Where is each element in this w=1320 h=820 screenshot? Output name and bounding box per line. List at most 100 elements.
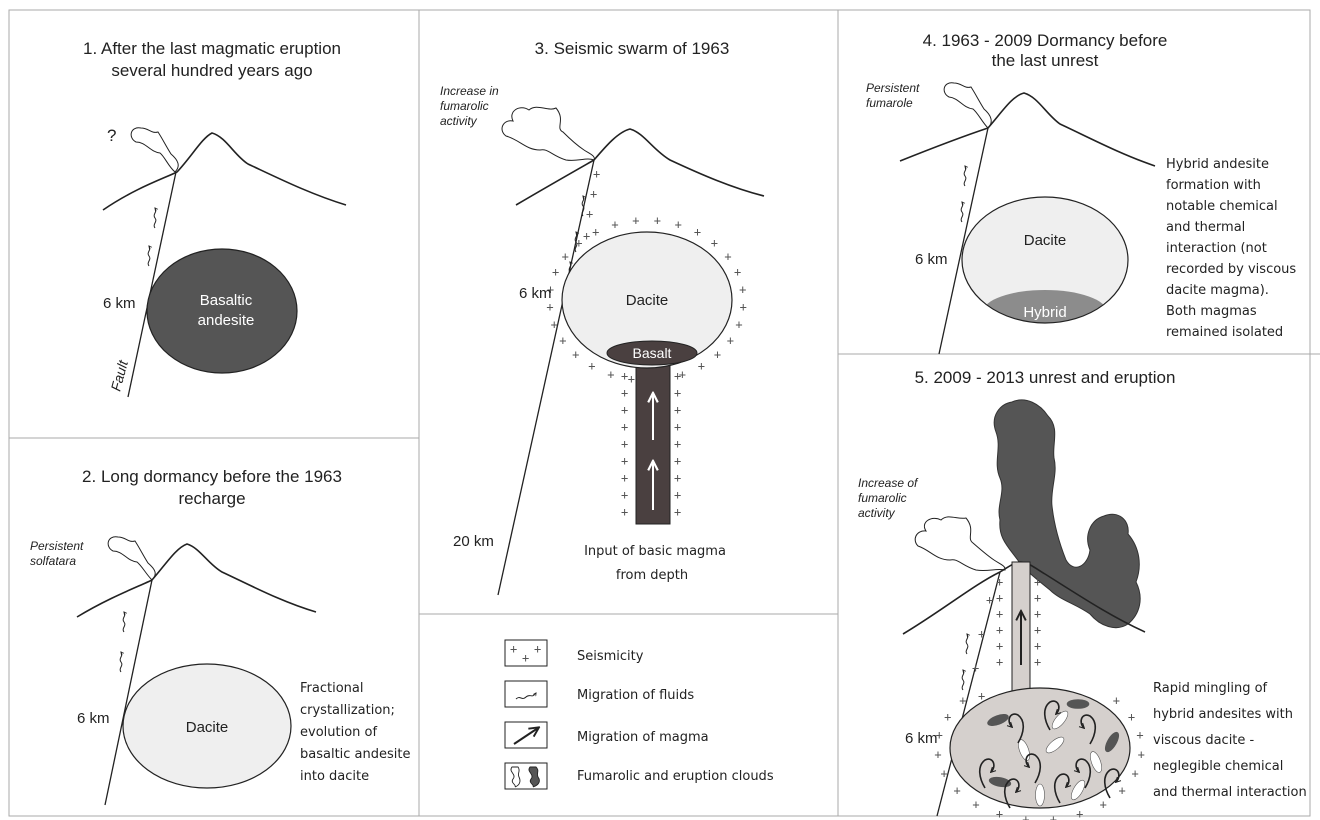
- seismic-event-mark: +: [621, 471, 628, 485]
- cloud-label-line2: fumarole: [866, 96, 913, 110]
- panel-3: 3. Seismic swarm of 1963 Increase in fum…: [440, 39, 764, 595]
- note-line: and thermal interaction: [1153, 785, 1307, 800]
- seismic-event-mark: +: [740, 300, 747, 314]
- seismic-event-mark: +: [674, 471, 681, 485]
- panel-3-title: 3. Seismic swarm of 1963: [535, 39, 730, 58]
- plus-mark: +: [522, 651, 529, 665]
- seismic-event-mark: +: [986, 593, 993, 607]
- seismic-event-mark: +: [944, 710, 951, 724]
- seismic-event-mark: +: [621, 505, 628, 519]
- fluid-migration-icon: [966, 634, 968, 654]
- depth-label: 6 km: [915, 251, 948, 268]
- seismic-event-mark: +: [592, 225, 599, 239]
- note-line: interaction (not: [1166, 241, 1267, 256]
- seismic-event-mark: +: [972, 661, 979, 675]
- seismic-event-mark: +: [698, 359, 705, 373]
- note-line: dacite magma).: [1166, 283, 1269, 298]
- seismic-event-mark: +: [621, 437, 628, 451]
- seismic-event-mark: +: [1034, 607, 1041, 621]
- note-line: basaltic andesite: [300, 747, 411, 762]
- seismic-event-mark: +: [996, 807, 1003, 820]
- depth-label-6km: 6 km: [519, 285, 552, 302]
- note-line: Rapid mingling of: [1153, 681, 1268, 696]
- fumarole-cloud-icon: [502, 107, 594, 160]
- seismic-event-mark: +: [996, 639, 1003, 653]
- note-line: formation with: [1166, 178, 1261, 193]
- solfatara-cloud-icon: [108, 537, 155, 580]
- seismic-event-mark: +: [621, 420, 628, 434]
- seismic-event-mark: +: [1050, 812, 1057, 820]
- seismic-event-mark: +: [674, 454, 681, 468]
- seismic-event-mark: +: [1034, 591, 1041, 605]
- note-line: viscous dacite -: [1153, 733, 1255, 748]
- seismic-event-mark: +: [734, 265, 741, 279]
- hybrid-label: Hybrid: [1023, 304, 1066, 321]
- panel-1-question-mark: ?: [107, 126, 116, 145]
- seismic-event-mark: +: [675, 217, 682, 231]
- seismic-event-mark: +: [996, 575, 1003, 589]
- clouds-symbol: [505, 763, 547, 789]
- magma-chamber-basaltic-andesite: [147, 249, 297, 373]
- seismic-event-mark: +: [590, 187, 597, 201]
- depth-label: 6 km: [905, 730, 938, 747]
- seismic-event-mark: +: [621, 403, 628, 417]
- seismic-event-mark: +: [941, 766, 948, 780]
- seismic-event-mark: +: [996, 623, 1003, 637]
- seismic-event-mark: +: [607, 367, 614, 381]
- cloud-label-line2: fumarolic: [858, 491, 907, 505]
- fluid-migration-icon: [964, 166, 966, 186]
- panel-4: 4. 1963 - 2009 Dormancy before the last …: [866, 31, 1296, 354]
- seismic-event-mark: +: [674, 369, 681, 383]
- seismic-event-mark: +: [621, 369, 628, 383]
- seismic-event-mark: +: [724, 249, 731, 263]
- seismic-event-mark: +: [934, 748, 941, 762]
- note-line: hybrid andesites with: [1153, 707, 1293, 722]
- hybrid-enclave: [1067, 700, 1089, 709]
- seismic-event-mark: +: [586, 207, 593, 221]
- cloud-label-line2: fumarolic: [440, 99, 489, 113]
- panel-2-title: 2. Long dormancy before the 1963: [82, 467, 342, 486]
- cloud-label-line1: Persistent: [866, 81, 920, 95]
- panel-4-title: 4. 1963 - 2009 Dormancy before: [923, 31, 1168, 50]
- panel-1: 1. After the last magmatic eruption seve…: [83, 39, 346, 397]
- legend-label: Seismicity: [577, 649, 644, 664]
- seismic-event-mark: +: [588, 359, 595, 373]
- seismic-event-mark: +: [959, 694, 966, 708]
- cloud-label-line1: Increase of: [858, 476, 919, 490]
- chamber-label: Dacite: [626, 292, 669, 309]
- input-caption-line1: Input of basic magma: [584, 544, 726, 559]
- seismic-event-mark: +: [575, 236, 582, 250]
- seismic-event-mark: +: [1034, 575, 1041, 589]
- seismic-event-mark: +: [1034, 639, 1041, 653]
- input-caption-line2: from depth: [616, 568, 688, 583]
- seismic-event-mark: +: [996, 655, 1003, 669]
- depth-label: 6 km: [103, 295, 136, 312]
- chamber-label: Dacite: [1024, 232, 1067, 249]
- panel-2-subtitle: recharge: [178, 489, 245, 508]
- seismic-event-mark: +: [1022, 812, 1029, 820]
- cloud-label-line1: Persistent: [30, 539, 84, 553]
- dacite-enclave: [1036, 784, 1045, 806]
- plus-mark: +: [534, 642, 541, 656]
- fluid-migration-icon: [961, 202, 963, 222]
- seismic-event-mark: +: [972, 797, 979, 811]
- explanatory-note: Fractional crystallization; evolution of…: [300, 681, 411, 784]
- seismic-event-mark: +: [1113, 694, 1120, 708]
- legend-label: Fumarolic and eruption clouds: [577, 769, 774, 784]
- note-line: evolution of: [300, 725, 377, 740]
- legend-label: Migration of fluids: [577, 688, 694, 703]
- seismic-event-mark: +: [1100, 797, 1107, 811]
- cloud-label-line3: activity: [440, 114, 478, 128]
- seismic-event-mark: +: [621, 386, 628, 400]
- seismic-event-mark: +: [711, 236, 718, 250]
- fluid-migration-icon: [962, 670, 964, 690]
- fluids-symbol: [505, 681, 547, 707]
- cloud-label-line1: Increase in: [440, 84, 499, 98]
- seismic-event-mark: +: [1136, 728, 1143, 742]
- chamber-label-line1: Basaltic: [200, 292, 253, 309]
- seismic-event-mark: +: [1034, 655, 1041, 669]
- volcano-profile: [77, 544, 316, 617]
- seismic-event-mark: +: [654, 214, 661, 228]
- fault-label: Fault: [107, 357, 131, 392]
